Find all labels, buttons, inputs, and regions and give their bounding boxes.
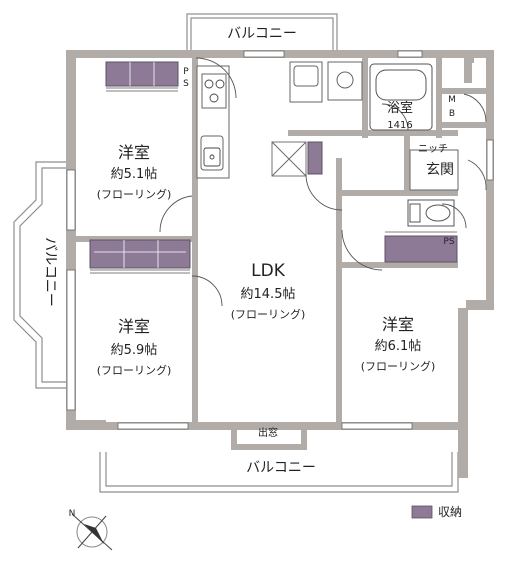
- room-west-north-floor: (フローリング): [97, 187, 172, 201]
- closet-doors: [90, 87, 457, 274]
- entrance-label: 玄関: [426, 161, 454, 178]
- entrance-area: [409, 149, 459, 191]
- washroom: [289, 61, 363, 103]
- room-west-south-name: 洋室: [118, 317, 150, 336]
- room-ldk-size: 約14.5帖: [241, 287, 296, 302]
- room-east-name: 洋室: [382, 315, 414, 334]
- storage-details: [94, 62, 186, 268]
- bay-window-label: 出窓: [258, 426, 278, 439]
- ps-mark-top-p: P: [183, 67, 189, 77]
- sink-icon: [203, 147, 221, 167]
- walls: [66, 50, 494, 478]
- room-west-north-name: 洋室: [118, 143, 150, 162]
- balcony-bottom-label: バルコニー: [246, 460, 316, 476]
- mb-mark-b: B: [449, 109, 455, 119]
- pantry-icon: [271, 141, 307, 177]
- toilet-icon: [407, 199, 455, 227]
- balcony-top-label: バルコニー: [227, 26, 297, 42]
- bath-size: 1416: [387, 120, 412, 131]
- storage: [89, 61, 458, 269]
- room-west-south-floor: (フローリング): [97, 363, 172, 377]
- legend-swatch: [411, 505, 433, 519]
- room-ldk-name: LDK: [251, 261, 286, 281]
- mb-mark-m: M: [448, 95, 456, 105]
- room-west-north-size: 約5.1帖: [111, 167, 158, 182]
- compass-label: N: [69, 509, 76, 519]
- ps-mark-east: PS: [443, 237, 454, 247]
- room-west-south-size: 約5.9帖: [111, 343, 158, 358]
- ps-mark-top-s: S: [183, 79, 189, 89]
- room-east-size: 約6.1帖: [375, 339, 422, 354]
- bathtub-icon: [369, 63, 433, 131]
- bath-name: 浴室: [387, 100, 413, 116]
- legend-label: 収納: [438, 505, 462, 519]
- balcony-left: [13, 161, 66, 389]
- compass-icon: N: [69, 509, 113, 551]
- legend: 収納: [411, 505, 462, 519]
- windows: [66, 50, 494, 430]
- room-ldk-floor: (フローリング): [231, 307, 306, 321]
- niche-label: ニッチ: [418, 143, 448, 155]
- stove-icon: [204, 79, 225, 103]
- door-swings: [159, 57, 487, 307]
- balcony-left-label: バルコニー: [42, 237, 58, 307]
- room-east-floor: (フローリング): [361, 359, 436, 373]
